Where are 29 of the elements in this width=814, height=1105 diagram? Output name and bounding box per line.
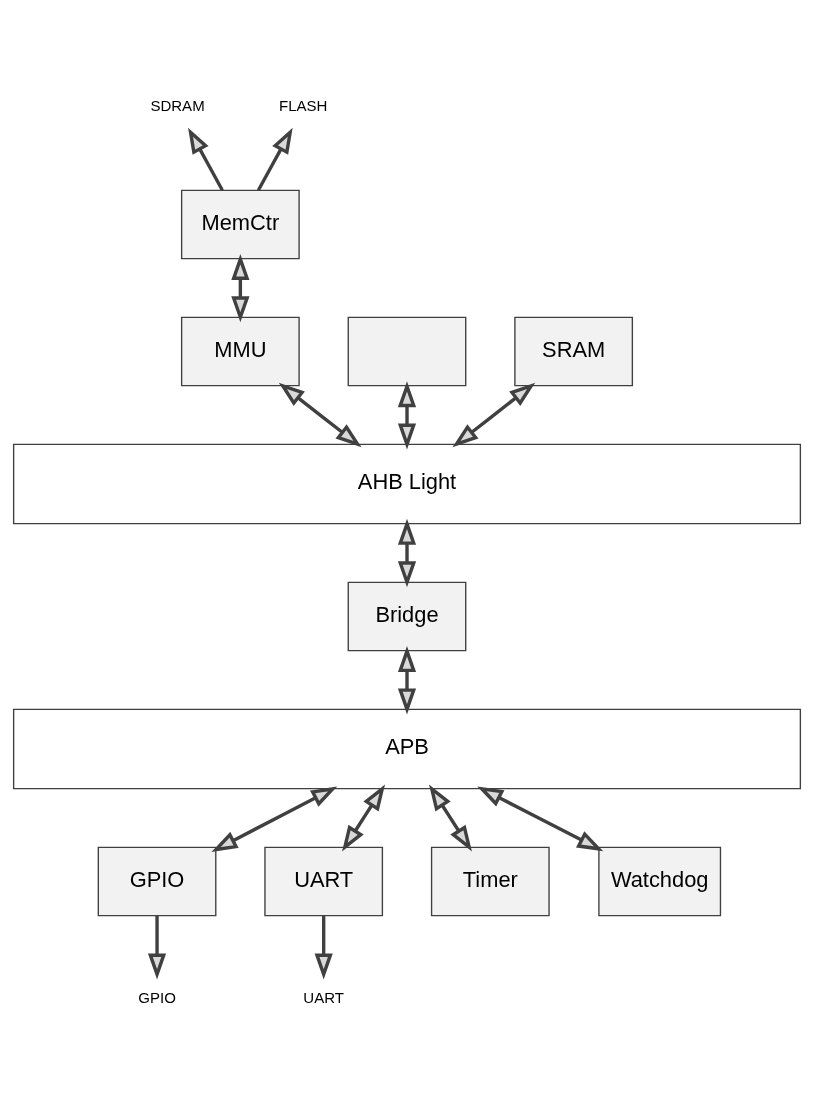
node-box: GPIO [97,846,217,916]
arrow [477,785,604,851]
node-box: APB [12,708,802,789]
node-box: Watchdog [598,846,722,916]
node-box: Bridge [347,581,467,651]
node-text: GPIO [138,988,176,1006]
arrow [314,915,333,979]
node-box: SRAM [514,316,634,386]
arrow [452,382,536,447]
node-text: UART [303,988,344,1006]
node-box: Timer [430,846,550,916]
arrow [397,645,417,714]
arrow [429,784,472,852]
arrow [188,127,224,191]
arrow [342,784,385,852]
node-box: AHB Light [12,443,802,524]
node-box [347,316,467,386]
node-text: SDRAM [150,96,205,114]
arrow [147,915,167,979]
arrow [211,786,338,852]
arrow [397,380,417,449]
arrow [231,253,250,322]
arrow [278,382,362,447]
node-box: UART [264,846,384,916]
arrow [256,127,293,191]
node-box: MMU [180,316,300,386]
node-box: MemCtr [180,189,300,259]
arrow [397,518,417,587]
node-text: FLASH [278,96,328,114]
